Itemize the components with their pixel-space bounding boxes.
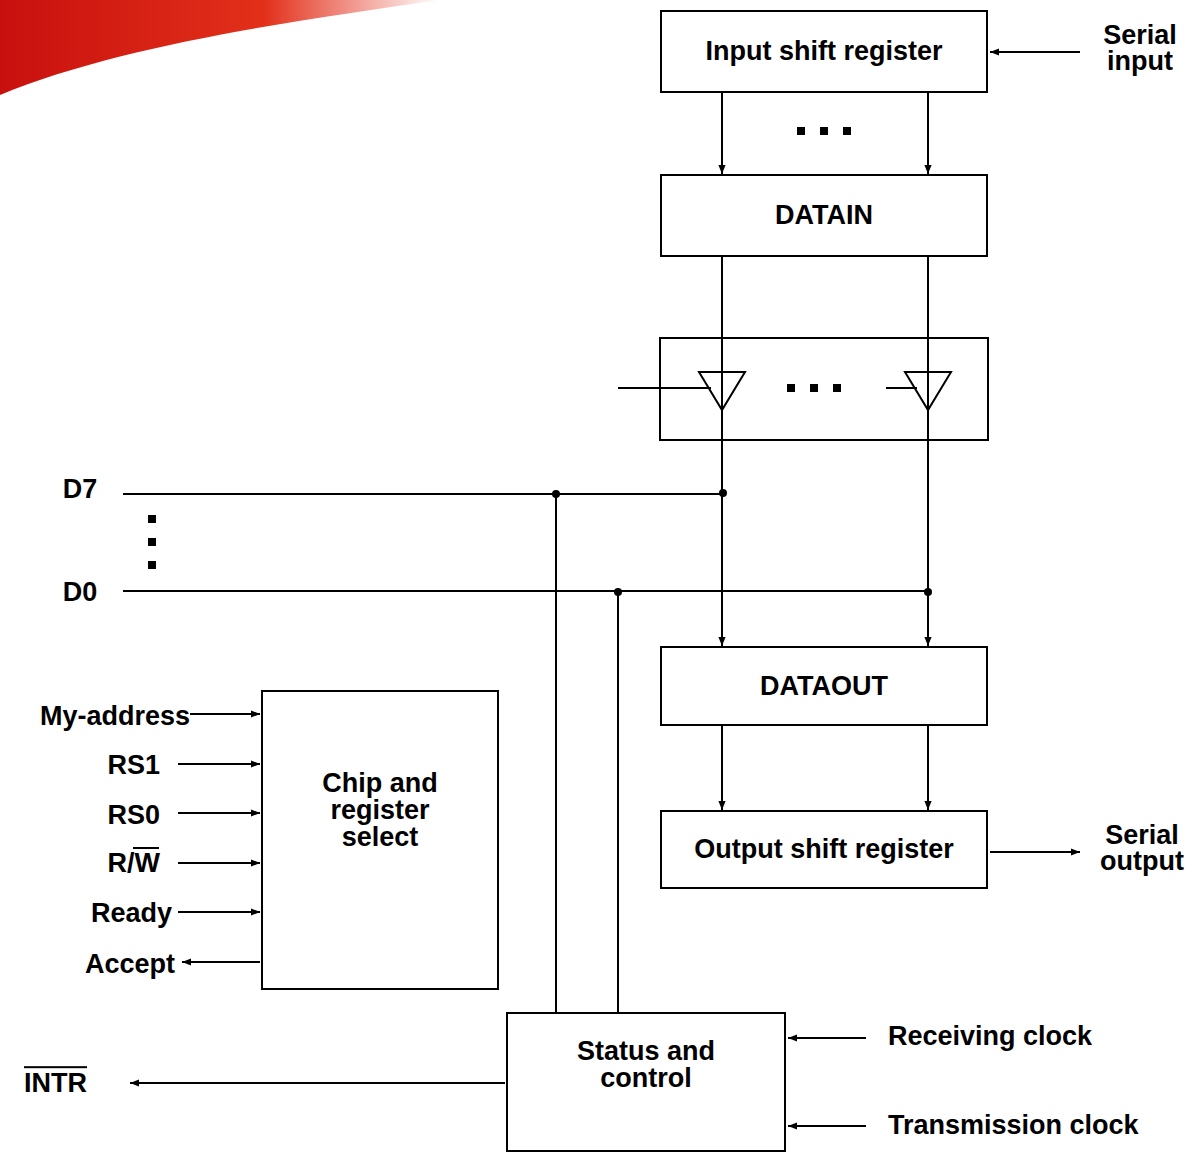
box-label: Status and control: [566, 1038, 726, 1092]
data-path-arrow: [721, 93, 723, 174]
box-label: Chip and register select: [290, 770, 470, 851]
register-box: DATAIN: [660, 174, 988, 257]
signal-name: My-address: [40, 704, 190, 730]
bus-line: [617, 591, 619, 1012]
register-box: Input shift register: [660, 10, 988, 93]
box-label: DATAOUT: [760, 673, 888, 700]
data-path-arrow: [721, 726, 723, 810]
bus-line-name: D7: [63, 477, 98, 503]
signal-name: RS1: [107, 753, 160, 779]
bus-line: [555, 494, 557, 1012]
data-path-arrow: [721, 257, 723, 646]
box-label: Output shift register: [694, 836, 954, 863]
register-box: Output shift register: [660, 810, 988, 889]
signal-name: RS0: [107, 803, 160, 829]
signal-name: Serial output: [1087, 823, 1197, 874]
enable-line: [886, 387, 917, 389]
register-box: DATAOUT: [660, 646, 988, 726]
data-path-arrow: [927, 726, 929, 810]
bus-line: [123, 590, 930, 592]
decor-swoosh: [0, 0, 440, 95]
signal-name: Accept: [85, 952, 175, 978]
box-label: Input shift register: [705, 38, 942, 65]
bus-line-name: D0: [63, 580, 98, 606]
signal-arrow: [130, 52, 1080, 1126]
clock-name: Receiving clock: [888, 1024, 1092, 1050]
signal-name: Serial input: [1090, 23, 1190, 74]
signal-name: INTR: [24, 1071, 87, 1097]
box-label: DATAIN: [775, 202, 873, 229]
signal-name: R/W: [108, 851, 160, 877]
clock-name: Transmission clock: [888, 1113, 1139, 1139]
data-path-arrow: [927, 257, 929, 646]
select-box: Chip and register select: [261, 690, 499, 990]
bus-line: [123, 493, 725, 495]
data-path-arrow: [927, 93, 929, 174]
control-box: Status and control: [506, 1012, 786, 1152]
overline-bar: [133, 847, 159, 849]
signal-name: Ready: [91, 901, 172, 927]
enable-line: [618, 387, 711, 389]
junction-dot: [552, 489, 932, 596]
